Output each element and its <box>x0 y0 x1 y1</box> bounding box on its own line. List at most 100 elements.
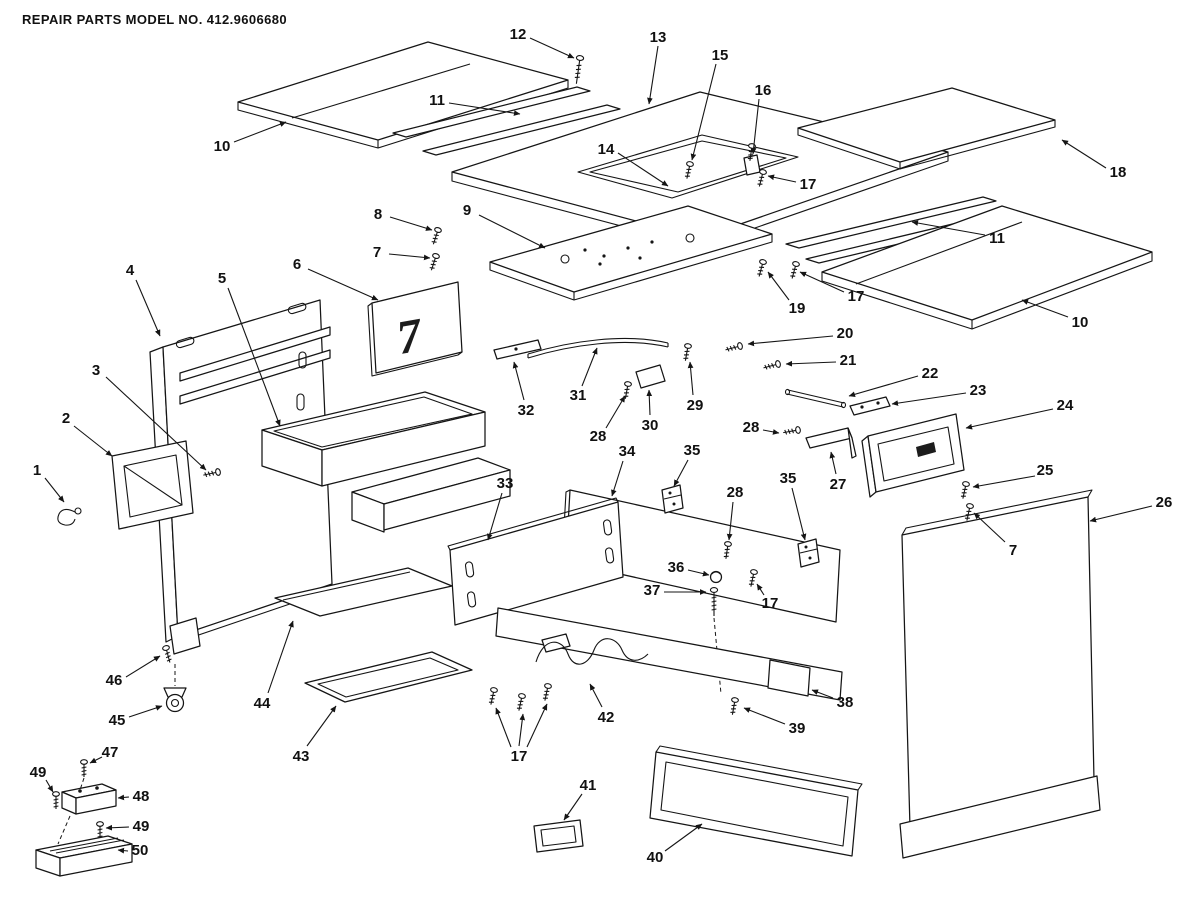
leader-line <box>965 408 1054 430</box>
part-number-callout: 35 <box>684 442 701 459</box>
part-number-callout: 3 <box>92 362 100 379</box>
part-hinge-35-a <box>661 484 684 514</box>
screw-7 <box>427 252 441 272</box>
part-number-callout: 45 <box>109 712 126 729</box>
leader-line <box>589 683 603 708</box>
part-number-callout: 38 <box>837 694 854 711</box>
leader-line <box>762 429 780 435</box>
part-bar-23 <box>849 396 891 416</box>
part-number-callout: 2 <box>62 410 70 427</box>
leader-line <box>307 268 379 301</box>
part-number-callout: 36 <box>668 559 685 576</box>
leader-line <box>89 756 103 764</box>
screw-21 <box>762 359 782 372</box>
part-number-callout: 17 <box>800 176 817 193</box>
part-number-callout: 9 <box>463 202 471 219</box>
leader-line <box>563 793 583 821</box>
part-plate-41 <box>533 819 584 853</box>
screw-29 <box>681 342 693 362</box>
leader-line <box>529 37 575 59</box>
part-number-callout: 29 <box>687 397 704 414</box>
part-number-callout: 1 <box>33 462 41 479</box>
assembly-axis-dashed <box>57 815 71 845</box>
part-bottom-rail-38 <box>495 607 843 701</box>
leader-line <box>829 451 837 475</box>
screw-17-d2 <box>515 692 527 712</box>
screw-39 <box>728 696 740 716</box>
part-number-callout: 4 <box>126 262 135 279</box>
leader-line <box>448 102 521 116</box>
part-number-callout: 24 <box>1057 397 1074 414</box>
part-number-callout: 21 <box>840 352 857 369</box>
leader-line <box>611 460 624 497</box>
part-number-callout: 6 <box>293 256 301 273</box>
part-top-panel-right-small <box>797 87 1056 170</box>
screw-49-b <box>96 821 104 840</box>
part-number-callout: 25 <box>1037 462 1054 479</box>
part-bracket-24 <box>861 413 965 498</box>
leader-line <box>233 121 287 143</box>
part-top-panel-left <box>237 41 569 149</box>
part-front-panel-33 <box>447 497 624 626</box>
leader-line <box>767 271 790 301</box>
part-top-panel-right <box>821 205 1153 330</box>
leader-line <box>973 512 1006 543</box>
leader-line <box>1089 505 1153 523</box>
leader-line <box>117 847 129 854</box>
part-number-callout: 7 <box>1009 542 1017 559</box>
part-bracket-32 <box>493 339 542 360</box>
part-number-callout: 26 <box>1156 494 1173 511</box>
screw-7-b <box>963 502 975 522</box>
part-number-callout: 17 <box>848 288 865 305</box>
part-number-callout: 16 <box>755 82 772 99</box>
part-slide-rails-left <box>392 86 621 156</box>
part-number-callout: 17 <box>511 748 528 765</box>
leader-line <box>747 335 834 347</box>
screw-17-mid <box>788 260 801 280</box>
screw-47 <box>80 759 88 778</box>
part-shelf-44 <box>274 567 453 617</box>
leader-line <box>1021 299 1069 318</box>
leader-line <box>743 707 786 725</box>
part-number-callout: 32 <box>518 402 535 419</box>
part-number-callout: 30 <box>642 417 659 434</box>
part-mounting-panel-19 <box>489 205 773 301</box>
part-cable-42 <box>535 633 649 665</box>
screw-28-a <box>621 380 633 400</box>
part-caster-45 <box>163 687 187 713</box>
part-frame-2 <box>111 440 194 530</box>
part-number-callout: 11 <box>989 230 1005 247</box>
part-drawer-front-40 <box>649 745 863 857</box>
leader-line <box>891 392 967 406</box>
part-number-callout: 19 <box>789 300 806 317</box>
leader-line <box>117 794 130 801</box>
leader-line <box>486 492 503 541</box>
leader-line <box>726 501 734 541</box>
part-block-48 <box>61 783 117 815</box>
part-right-end-panel-26 <box>899 489 1101 859</box>
screw-17-d3 <box>541 682 553 702</box>
leader-line <box>306 705 337 747</box>
part-number-callout: 8 <box>374 206 382 223</box>
screw-28-b <box>782 425 802 437</box>
part-number-callout: 28 <box>743 419 760 436</box>
leader-line <box>45 779 54 793</box>
part-number-callout: 14 <box>598 141 615 158</box>
part-rod-22 <box>784 388 847 409</box>
leader-line <box>799 271 845 293</box>
part-logo-plate-6: 7 <box>367 281 463 377</box>
leader-line <box>105 824 130 831</box>
leader-line <box>128 705 163 718</box>
part-number-callout: 27 <box>830 476 847 493</box>
part-rod-31 <box>527 337 669 359</box>
screw-12 <box>572 54 585 85</box>
part-number-callout: 5 <box>218 270 226 287</box>
leader-line <box>791 487 807 541</box>
leader-line <box>756 583 765 596</box>
part-number-callout: 44 <box>254 695 271 712</box>
leader-line <box>267 620 294 694</box>
part-number-callout: 20 <box>837 325 854 342</box>
part-number-callout: 37 <box>644 582 661 599</box>
